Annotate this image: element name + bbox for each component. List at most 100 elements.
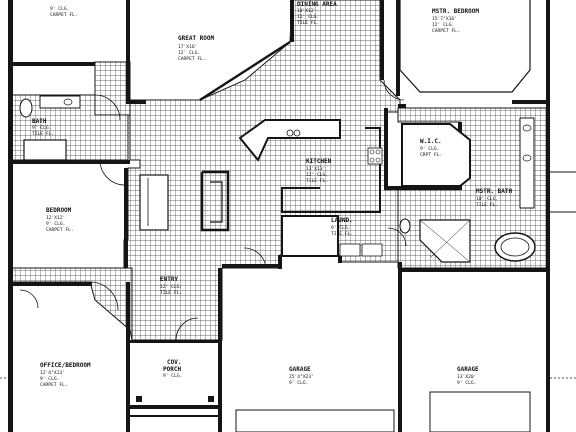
room-floor: CARPET FL. (432, 28, 460, 34)
bathtub-left (23, 139, 67, 161)
room-floor: TILE FL. (32, 131, 54, 137)
dryer-icon (361, 243, 383, 257)
washer-icon (339, 243, 361, 257)
tile-area-hall-left (11, 267, 133, 341)
door-swing (89, 281, 119, 311)
room-dims: 13'X20' (457, 374, 476, 380)
room-ceiling: 9' CLG. (331, 225, 350, 231)
room-title: W.I.C. (420, 138, 442, 145)
room-floor: CRPT FL. (420, 152, 442, 158)
stair-closet (200, 170, 230, 232)
label-master-bedroom: MSTR. BEDROOM 15'7"X16' 12' CLG. CARPET … (432, 8, 479, 34)
label-covered-porch: COV. PORCH 9' CLG. (163, 359, 182, 379)
room-floor: CARPET FL. (50, 12, 78, 18)
room-floor: TILE FL. (331, 231, 353, 237)
room-dims: 17'X16' (178, 44, 197, 50)
master-bay-line (399, 0, 531, 93)
door-swing (243, 247, 267, 269)
porch-post (208, 396, 214, 402)
room-title: BEDROOM (46, 207, 72, 214)
room-floor: TILE FL. (160, 290, 182, 296)
closet-shelf (210, 181, 223, 223)
stove-icon (367, 147, 383, 165)
room-ceiling: 12' CLG. (178, 50, 200, 56)
label-dining-area: DINING AREA 10'X12' 12' CLG. TILE FL. (297, 1, 337, 26)
room-ceiling: 9' CLG. (163, 373, 182, 379)
room-title: GREAT ROOM (178, 35, 215, 42)
tub-icon (494, 232, 536, 262)
room-ceiling: 12' CLG. (297, 14, 319, 20)
room-dims: 13'X13' (306, 166, 325, 172)
label-entry: ENTRY 12' CLG. TILE FL. (160, 276, 182, 296)
room-title: KITCHEN (306, 158, 332, 165)
room-ceiling: 10' CLG. (476, 196, 498, 202)
walk-in-closet (401, 123, 471, 187)
toilet-icon (399, 218, 411, 234)
room-title: GARAGE (289, 366, 311, 373)
room-dims: 12'X12' (46, 215, 65, 221)
door-swing (175, 317, 199, 341)
label-master-bath: MSTR. BATH 10' CLG. TILE FL. (476, 188, 513, 208)
kitchen-counter (281, 127, 381, 213)
sink-icon (293, 129, 301, 137)
room-dims: 12'4"X13' (40, 370, 65, 376)
room-ceiling: 12' CLG. (432, 22, 454, 28)
bedroom-closet (139, 174, 169, 231)
label-garage-left: GARAGE 25'4"X23' 9' CLG. (289, 366, 314, 386)
garage-door-left (235, 409, 395, 432)
door-swing (19, 289, 39, 309)
room-ceiling: 9' CLG. (289, 380, 308, 386)
door-swing (94, 94, 121, 121)
room-floor: CARPET FL. (40, 382, 68, 388)
room-title: GARAGE (457, 366, 479, 373)
room-dims: 15'7"X16' (432, 16, 457, 22)
room-title: OFFICE/BEDROOM (40, 362, 91, 369)
room-title: BATH (32, 118, 47, 125)
label-great-room: GREAT ROOM 17'X16' 12' CLG. CARPET FL. (178, 35, 215, 62)
label-laundry: LAUND. 9' CLG. TILE FL. (331, 217, 353, 237)
room-floor: CARPET FL. (46, 227, 74, 233)
room-ceiling: 9' CLG. (50, 6, 69, 12)
porch-post (136, 396, 142, 402)
label-bath: BATH 9' CLG. TILE FL. (32, 118, 54, 137)
toilet-icon (19, 98, 33, 118)
room-title: ENTRY (160, 276, 178, 283)
room-floor: TILE FL. (297, 20, 319, 26)
walls (8, 0, 550, 432)
great-room-diagonal-wall (199, 40, 291, 102)
door-swing (383, 79, 405, 101)
room-labels: 9' CLG. CARPET FL. GREAT ROOM 17'X16' 12… (32, 1, 513, 388)
label-office-bedroom: OFFICE/BEDROOM 12'4"X13' 9' CLG. CARPET … (40, 362, 91, 388)
room-title: COV. (167, 359, 181, 366)
room-ceiling: 12' CLG. (306, 172, 328, 178)
room-ceiling: 9' CLG. (40, 376, 59, 382)
label-kitchen: KITCHEN 13'X13' 12' CLG. TILE FL. (306, 158, 332, 184)
room-ceiling: 9' CLG. (420, 146, 439, 152)
room-title: DINING AREA (297, 1, 337, 8)
garage-door-right (429, 391, 531, 432)
room-floor: TILE FL. (306, 178, 328, 184)
room-floor: TILE FL. (476, 202, 498, 208)
room-ceiling: 9' CLG. (32, 125, 51, 131)
door-swing (99, 159, 126, 186)
room-title: MSTR. BATH (476, 188, 513, 195)
room-ceiling: 12' CLG. (160, 284, 182, 290)
room-ceiling: 9' CLG. (457, 380, 476, 386)
vanity-left (39, 95, 81, 109)
room-title: MSTR. BEDROOM (432, 8, 479, 15)
label-bedroom: BEDROOM 12'X12' 9' CLG. CARPET FL. (46, 207, 74, 233)
label-wic: W.I.C. 9' CLG. CRPT FL. (420, 138, 442, 158)
room-title: LAUND. (331, 217, 353, 224)
label-bedroom-top: 9' CLG. CARPET FL. (50, 6, 78, 18)
room-dims: 25'4"X23' (289, 374, 314, 380)
room-dims: 10'X12' (297, 8, 316, 14)
room-subtitle: PORCH (163, 366, 181, 373)
sink-icon (286, 129, 294, 137)
room-floor: CARPET FL. (178, 56, 206, 62)
laundry-room (281, 215, 339, 257)
label-garage-right: GARAGE 13'X20' 9' CLG. (457, 366, 479, 386)
room-ceiling: 9' CLG. (46, 221, 65, 227)
vanity (519, 117, 535, 209)
